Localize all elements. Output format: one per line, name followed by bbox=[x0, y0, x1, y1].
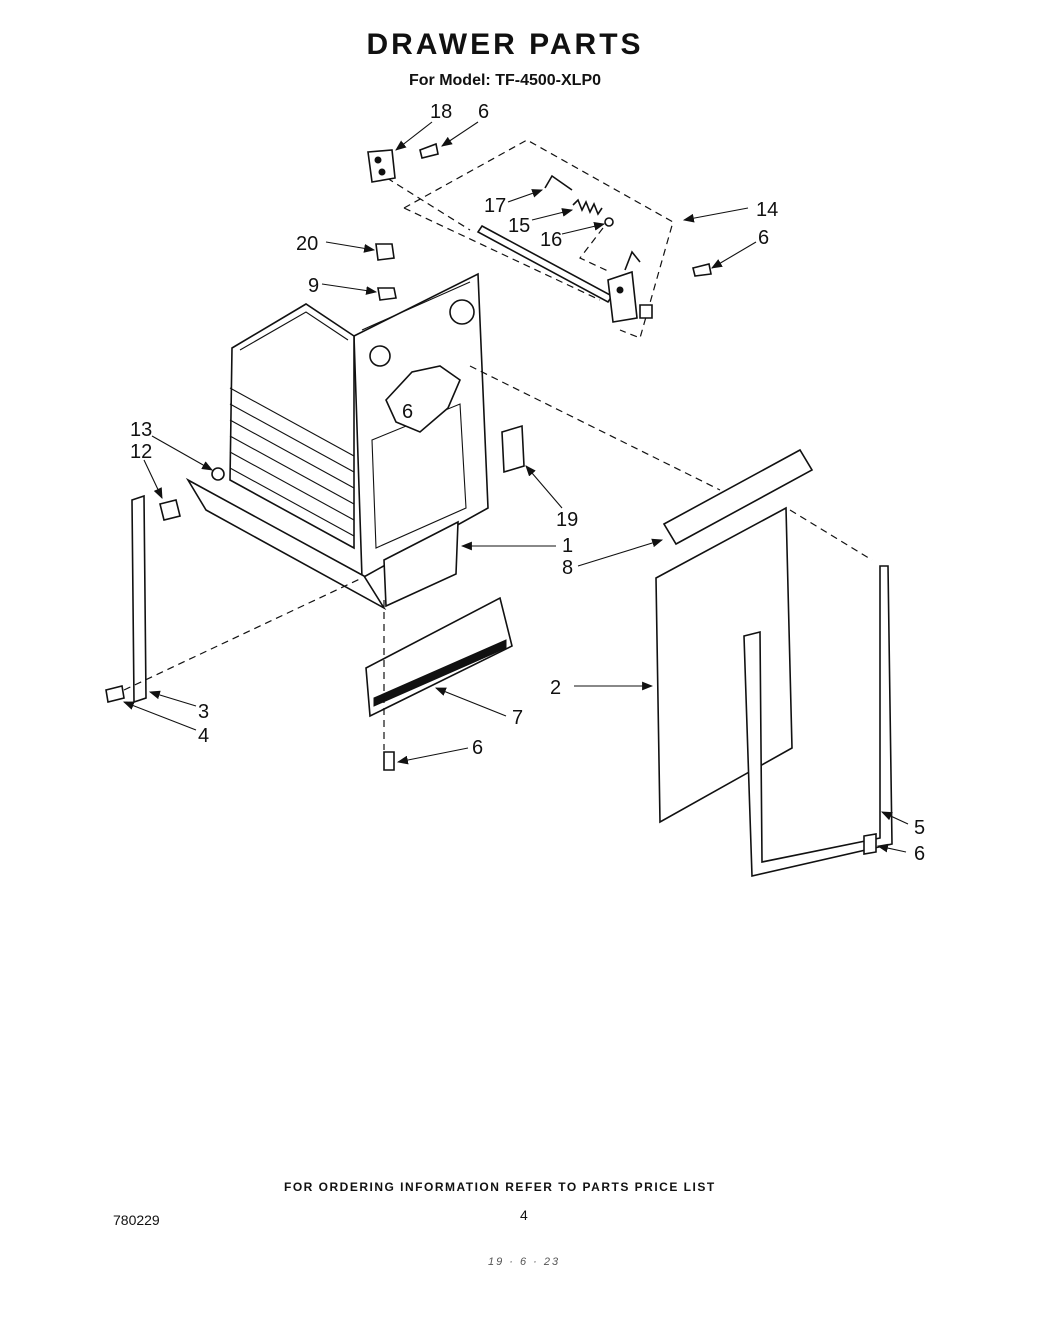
callout-6: 6 bbox=[914, 843, 925, 865]
callout-6: 6 bbox=[402, 401, 413, 423]
callout-20: 20 bbox=[296, 233, 318, 255]
part-17-pin bbox=[544, 174, 573, 191]
part-6-screw-frame bbox=[863, 833, 877, 855]
model-subtitle: For Model: TF-4500-XLP0 bbox=[408, 72, 602, 89]
part-9-screw bbox=[377, 287, 397, 301]
callout-13: 13 bbox=[130, 419, 152, 441]
ordering-note: FOR ORDERING INFORMATION REFER TO PARTS … bbox=[284, 1180, 716, 1194]
callout-8: 8 bbox=[562, 557, 573, 579]
callout-6: 6 bbox=[478, 101, 489, 123]
callout-14: 14 bbox=[756, 199, 778, 221]
date-stamp: 19 · 6 · 23 bbox=[488, 1256, 561, 1268]
callout-6: 6 bbox=[472, 737, 483, 759]
part-1-drawer-body bbox=[185, 272, 525, 611]
callout-7: 7 bbox=[512, 707, 523, 729]
callout-19: 19 bbox=[556, 509, 578, 531]
hinge-assembly-outline bbox=[386, 139, 674, 339]
callout-3: 3 bbox=[198, 701, 209, 723]
callout-6: 6 bbox=[758, 227, 769, 249]
part-15-spring bbox=[572, 198, 603, 216]
callout-15: 15 bbox=[508, 215, 530, 237]
callout-17: 17 bbox=[484, 195, 506, 217]
callout-12: 12 bbox=[130, 441, 152, 463]
callout-9: 9 bbox=[308, 275, 319, 297]
callout-2: 2 bbox=[550, 677, 561, 699]
part-2-panel bbox=[655, 506, 793, 824]
callout-4: 4 bbox=[198, 725, 209, 747]
page-number: 4 bbox=[520, 1207, 528, 1223]
callout-16: 16 bbox=[540, 229, 562, 251]
part-18-bracket bbox=[367, 149, 396, 183]
part-6-screw-right bbox=[692, 263, 712, 277]
hinge-rod bbox=[476, 224, 614, 304]
part-7-front-trim bbox=[365, 596, 513, 718]
part-6-screw-bottom bbox=[383, 751, 395, 771]
callout-1: 1 bbox=[562, 535, 573, 557]
callout-5: 5 bbox=[914, 817, 925, 839]
hinge-bracket-right bbox=[607, 250, 653, 323]
part-12-bumper bbox=[159, 499, 181, 521]
part-6-screw-top bbox=[419, 142, 439, 159]
callout-18: 18 bbox=[430, 101, 452, 123]
part-20-bumper bbox=[375, 243, 395, 261]
document-code: 780229 bbox=[113, 1212, 160, 1228]
part-4-screw bbox=[105, 685, 125, 703]
part-3-side-rail bbox=[131, 494, 147, 704]
page-title: DRAWER PARTS bbox=[366, 28, 644, 61]
part-13-stop bbox=[211, 467, 225, 481]
part-8-top-trim bbox=[662, 448, 814, 546]
leader-lines bbox=[122, 121, 909, 853]
part-16-clip bbox=[604, 217, 614, 227]
